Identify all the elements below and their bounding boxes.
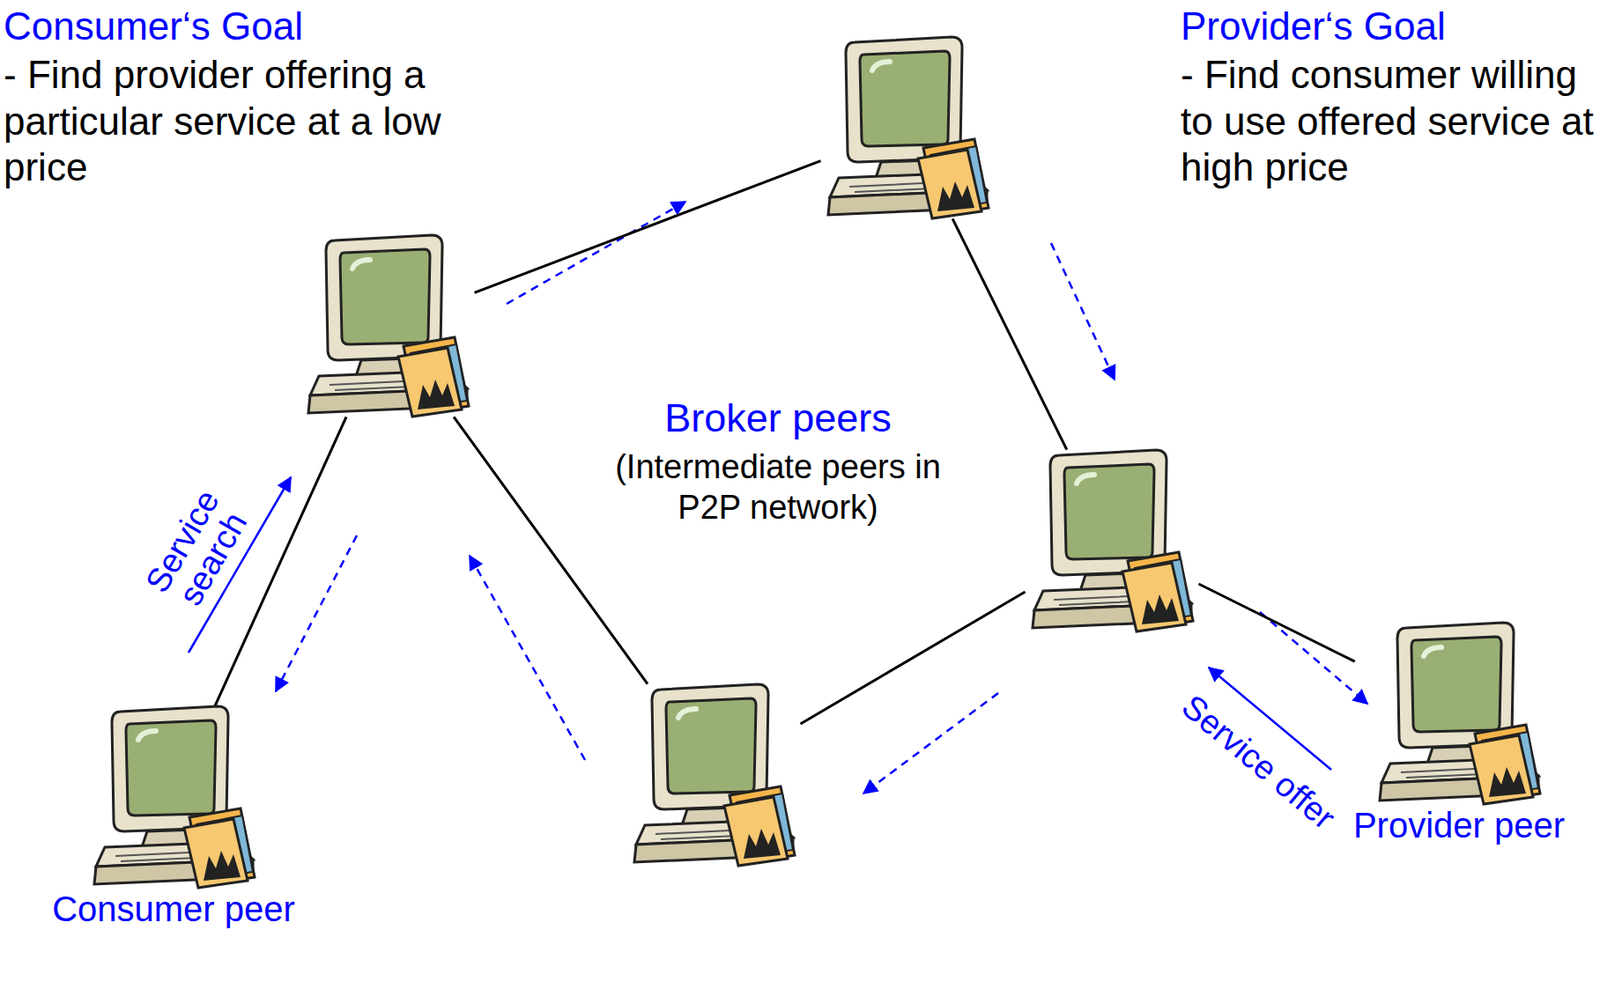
computer-icon bbox=[819, 35, 996, 221]
peer-computer bbox=[299, 233, 476, 419]
peer-computer bbox=[1023, 448, 1200, 634]
peer-label: Provider peer bbox=[1353, 806, 1565, 845]
broker-heading: Broker peers bbox=[592, 394, 963, 443]
goal-text: - Find consumer willing to use offered s… bbox=[1180, 51, 1595, 192]
network-link bbox=[800, 592, 1026, 725]
flow-label: Service search bbox=[114, 441, 282, 660]
network-link bbox=[214, 416, 347, 706]
peer-label: Consumer peer bbox=[51, 889, 296, 929]
goal-heading: Consumer‘s Goal bbox=[3, 3, 462, 51]
peer-computer bbox=[625, 682, 802, 868]
network-link bbox=[952, 218, 1067, 450]
broker-note: (Intermediate peers in P2P network) bbox=[601, 447, 955, 528]
dashed-arrow bbox=[863, 693, 999, 794]
goal-text: - Find provider offering a particular se… bbox=[3, 51, 445, 192]
network-link bbox=[1199, 584, 1356, 662]
computer-icon bbox=[625, 682, 802, 868]
goal-heading: Provider‘s Goal bbox=[1180, 3, 1595, 51]
computer-icon bbox=[1023, 448, 1200, 634]
peer-computer: Consumer peer bbox=[51, 704, 296, 929]
dashed-arrow bbox=[1051, 243, 1115, 380]
dashed-arrow bbox=[506, 201, 686, 304]
dashed-arrow bbox=[1259, 612, 1368, 704]
computer-icon bbox=[1370, 621, 1548, 807]
computer-icon bbox=[85, 704, 262, 890]
network-link bbox=[474, 161, 822, 294]
dashed-arrow bbox=[275, 535, 357, 692]
computer-icon bbox=[299, 233, 476, 419]
peer-computer bbox=[819, 35, 996, 221]
peer-computer: Provider peer bbox=[1353, 621, 1565, 845]
dashed-arrow bbox=[469, 555, 586, 761]
